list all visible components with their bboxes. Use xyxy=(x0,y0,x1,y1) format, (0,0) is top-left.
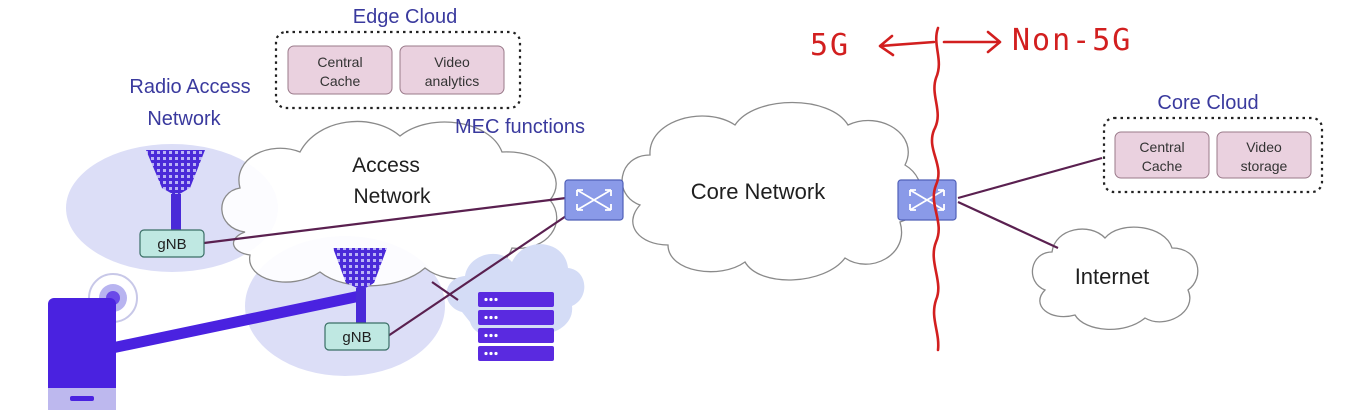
mec-switch-icon xyxy=(564,179,624,221)
antenna-icon xyxy=(146,150,205,230)
core-switch-icon xyxy=(897,179,957,221)
access-network-cloud xyxy=(221,120,558,287)
edge-cloud-group: Central Cache Video analytics xyxy=(274,30,522,110)
edge-box2-line2: analytics xyxy=(425,73,479,89)
label-non-5g: Non-5G xyxy=(1012,23,1132,58)
arrow-left-icon xyxy=(878,34,936,57)
core-network-label: Core Network xyxy=(691,179,826,204)
gnb-bottom-label: gNB xyxy=(342,329,371,346)
gnb-top-label: gNB xyxy=(157,236,186,253)
core-cloud-title: Core Cloud xyxy=(1157,92,1258,114)
internet-label: Internet xyxy=(1075,264,1150,289)
internet-cloud xyxy=(1031,226,1199,330)
ran-label-line2: Network xyxy=(147,108,221,130)
gnb-bottom: gNB xyxy=(324,322,390,351)
core-box1-line2: Cache xyxy=(1142,158,1183,174)
phone-radio-link xyxy=(110,290,362,354)
antenna-icon xyxy=(333,248,387,324)
edge-cloud-title: Edge Cloud xyxy=(353,6,458,28)
arrow-right-icon xyxy=(942,30,1002,54)
core-box2-line2: storage xyxy=(1241,158,1288,174)
ran-label-line1: Radio Access xyxy=(129,76,250,98)
edge-box1-line1: Central xyxy=(317,54,362,70)
server-icon xyxy=(478,292,554,361)
mec-functions-label: MEC functions xyxy=(455,116,585,138)
edge-box1-line2: Cache xyxy=(320,73,361,89)
phone-icon xyxy=(48,273,138,410)
label-5g: 5G xyxy=(810,28,850,63)
access-network-label-line1: Access xyxy=(352,154,420,177)
links xyxy=(203,156,1103,337)
core-box2-line1: Video xyxy=(1246,139,1282,155)
handwritten-annotation: 5G Non-5G xyxy=(810,23,1132,352)
gnb-top: gNB xyxy=(139,229,205,258)
core-cloud-group: Central Cache Video storage xyxy=(1102,116,1324,194)
boundary-line xyxy=(930,26,941,352)
core-box1-line1: Central xyxy=(1139,139,1184,155)
edge-box2-line1: Video xyxy=(434,54,470,70)
access-network-label-line2: Network xyxy=(353,185,431,208)
